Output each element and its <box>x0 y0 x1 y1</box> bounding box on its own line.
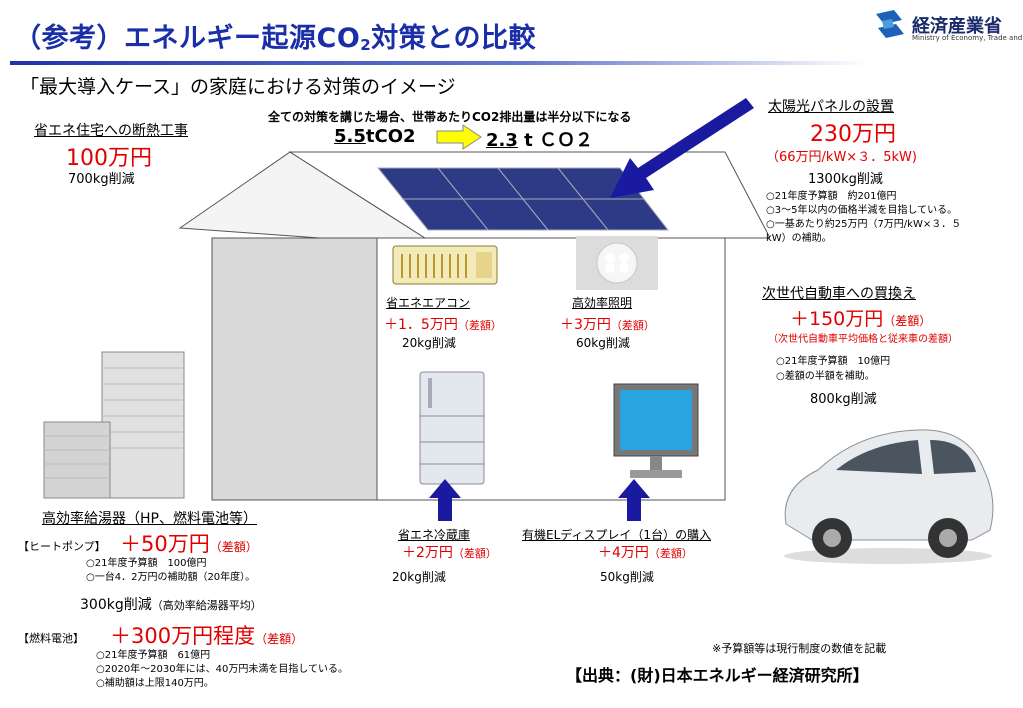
heat-pump-notes: ○21年度予算額 100億円○一台4．2万円の補助額（20年度）。 <box>86 558 256 583</box>
solar-label: 太陽光パネルの設置 <box>768 99 894 115</box>
display-label: 有機ELディスプレイ（1台）の購入 <box>522 528 712 542</box>
after-emission: 2.3 t ＣＯ２ <box>486 130 594 151</box>
fridge-label: 省エネ冷蔵庫 <box>398 528 471 542</box>
vehicle-note: （次世代自動車平均価格と従来車の差額） <box>768 334 958 345</box>
insulation-label: 省エネ住宅への断熱工事 <box>34 123 188 139</box>
summary-line: 全ての対策を講じた場合、世帯あたりCO2排出量は半分以下になる <box>268 110 632 124</box>
heat-pump-tag: 【ヒートポンプ】 <box>18 540 106 553</box>
arrow-up-icon <box>618 479 650 521</box>
source-citation: 【出典：(財)日本エネルギー経済研究所】 <box>566 666 869 685</box>
lighting-price: ＋3万円（差額） <box>560 317 655 333</box>
solar-price: 230万円 <box>810 122 896 147</box>
display-icon <box>613 383 699 478</box>
subtitle: 「最大導入ケース」の家庭における対策のイメージ <box>20 76 456 98</box>
page-title: （参考）エネルギー起源CO2対策との比較 <box>14 23 536 54</box>
fuel-cell-notes: ○21年度予算額 61億円○2020年～2030年には、40万円未満を目指してい… <box>96 650 349 689</box>
aircon-price: ＋1．5万円（差額） <box>384 317 502 333</box>
fuel-cell-price: ＋300万円程度（差額） <box>110 624 304 648</box>
before-emission: 5.5tCO2 <box>334 126 416 147</box>
ministry-name: 経済産業省 <box>912 16 1002 37</box>
vehicle-reduction: 800kg削減 <box>810 392 877 407</box>
solar-panel <box>376 167 670 231</box>
aircon-icon <box>392 245 498 285</box>
aircon-reduction: 20kg削減 <box>402 336 456 350</box>
fridge-reduction: 20kg削減 <box>392 570 446 584</box>
display-reduction: 50kg削減 <box>600 570 654 584</box>
meti-logo-icon <box>876 10 904 38</box>
vehicle-details: ○21年度予算額 10億円○差額の半額を補助。 <box>776 356 891 382</box>
arrow-up-icon <box>429 479 461 521</box>
water-heater-label: 高効率給湯器（HP、燃料電池等） <box>42 511 257 527</box>
aircon-label: 省エネエアコン <box>386 296 471 310</box>
lighting-label: 高効率照明 <box>572 296 633 310</box>
water-heater-reduction: 300kg削減（高効率給湯器平均） <box>80 597 262 613</box>
vehicle-price: ＋150万円（差額） <box>790 308 932 330</box>
car-icon <box>784 429 994 564</box>
fuel-cell-tag: 【燃料電池】 <box>18 632 84 645</box>
heat-pump-price: ＋50万円（差額） <box>120 532 258 556</box>
ministry-name-en: Ministry of Economy, Trade and Industry <box>912 34 1023 42</box>
refrigerator-icon <box>419 371 485 485</box>
solar-notes: ○21年度予算額 約201億円○3～5年以内の価格半減を目指している。 ○一基あ… <box>766 191 962 244</box>
insulation-reduction: 700kg削減 <box>68 172 135 187</box>
solar-reduction: 1300kg削減 <box>808 172 883 187</box>
vehicle-label: 次世代自動車への買換え <box>762 286 916 302</box>
water-heater-icon <box>43 351 185 499</box>
lighting-reduction: 60kg削減 <box>576 336 630 350</box>
arrow-right-icon <box>436 124 482 150</box>
arrow-diagonal-icon <box>610 98 754 198</box>
footnote: ※予算額等は現行制度の数値を記載 <box>712 642 887 655</box>
insulation-price: 100万円 <box>66 146 152 171</box>
light-icon <box>576 236 658 290</box>
fridge-price: ＋2万円（差額） <box>402 545 497 561</box>
display-price: ＋4万円（差額） <box>598 545 693 561</box>
solar-price-note: （66万円/kW×３．5kW) <box>766 150 917 165</box>
title-rule <box>10 61 870 65</box>
